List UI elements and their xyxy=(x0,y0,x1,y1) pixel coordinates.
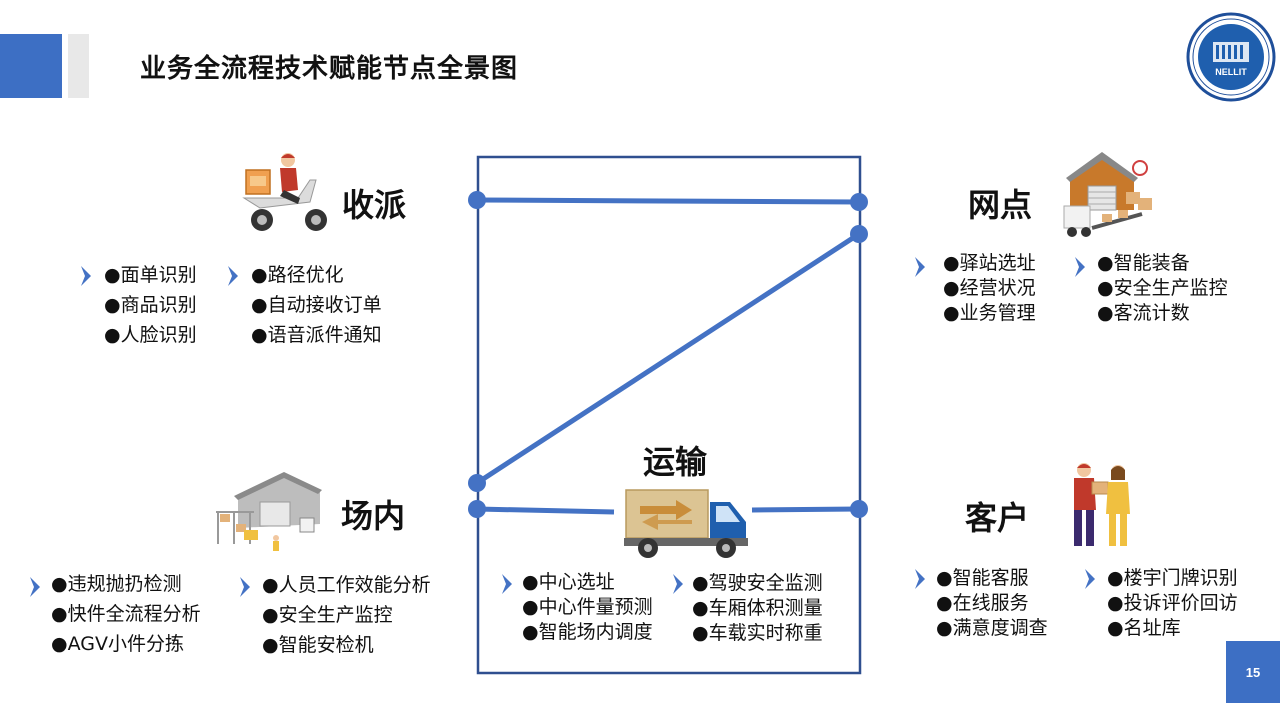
list-yunshu-col1: ●中心选址 ●中心件量预测 ●智能场内调度 xyxy=(522,570,653,645)
list-item: ●驾驶安全监测 xyxy=(692,572,823,594)
chevron-right-icon xyxy=(240,577,250,597)
connector-shoupai-wangdian xyxy=(476,197,860,205)
list-item: ●中心选址 xyxy=(522,571,615,593)
list-item: ●楼宇门牌识别 xyxy=(1107,567,1238,589)
list-item: ●车厢体积测量 xyxy=(692,597,823,619)
list-changnei-col1: ●违规抛扔检测 ●快件全流程分析 ●AGV小件分拣 xyxy=(51,569,201,659)
connector-changnei-truck xyxy=(476,506,615,515)
chevron-right-icon xyxy=(915,569,925,589)
list-item: ●经营状况 xyxy=(943,277,1036,299)
chevron-right-icon xyxy=(1075,257,1085,277)
node-title-wangdian: 网点 xyxy=(968,186,1033,224)
list-yunshu-col2: ●驾驶安全监测 ●车厢体积测量 ●车载实时称重 xyxy=(692,571,823,646)
sorting-center-icon xyxy=(216,472,322,551)
chevron-right-icon xyxy=(1085,569,1095,589)
chevron-right-icon xyxy=(81,266,91,286)
list-item: ●智能装备 xyxy=(1097,252,1190,274)
list-item: ●AGV小件分拣 xyxy=(51,633,184,655)
list-item: ●业务管理 xyxy=(943,302,1036,324)
list-shoupai-col2: ●路径优化 ●自动接收订单 ●语音派件通知 xyxy=(251,260,382,350)
header-gray-block xyxy=(68,34,89,98)
warehouse-station-icon xyxy=(1063,152,1152,237)
list-item: ●语音派件通知 xyxy=(251,324,382,346)
connector-dot xyxy=(468,500,486,518)
page-title: 业务全流程技术赋能节点全景图 xyxy=(140,54,519,84)
list-wangdian-col2: ●智能装备 ●安全生产监控 ●客流计数 xyxy=(1097,251,1228,326)
list-item: ●人脸识别 xyxy=(104,324,197,346)
chevron-right-icon xyxy=(915,257,925,277)
list-kehu-col1: ●智能客服 ●在线服务 ●满意度调查 xyxy=(936,566,1048,641)
connector-dot xyxy=(468,474,486,492)
list-item: ●违规抛扔检测 xyxy=(51,573,182,595)
logo-text: NELLIT xyxy=(1215,67,1247,77)
list-item: ●驿站选址 xyxy=(943,252,1036,274)
chevron-right-icon xyxy=(673,574,683,594)
list-item: ●智能客服 xyxy=(936,567,1029,589)
list-item: ●名址库 xyxy=(1107,617,1181,639)
chevron-right-icon xyxy=(30,577,40,597)
list-item: ●车载实时称重 xyxy=(692,622,823,644)
page-number: 15 xyxy=(1226,641,1280,703)
chevron-right-icon xyxy=(228,266,238,286)
node-title-shoupai: 收派 xyxy=(342,186,407,224)
list-item: ●满意度调查 xyxy=(936,617,1048,639)
list-item: ●智能场内调度 xyxy=(522,621,653,643)
node-title-yunshu: 运输 xyxy=(643,443,708,481)
list-item: ●智能安检机 xyxy=(262,634,374,656)
connector-dot xyxy=(468,191,486,209)
list-item: ●客流计数 xyxy=(1097,302,1190,324)
list-item: ●快件全流程分析 xyxy=(51,603,201,625)
list-item: ●投诉评价回访 xyxy=(1107,592,1238,614)
node-title-changnei: 场内 xyxy=(341,497,406,535)
list-kehu-col2: ●楼宇门牌识别 ●投诉评价回访 ●名址库 xyxy=(1107,566,1238,641)
list-item: ●人员工作效能分析 xyxy=(262,574,431,596)
list-shoupai-col1: ●面单识别 ●商品识别 ●人脸识别 xyxy=(104,260,197,350)
list-wangdian-col1: ●驿站选址 ●经营状况 ●业务管理 xyxy=(943,251,1036,326)
connector-truck-kehu xyxy=(751,506,860,513)
university-logo: NELLIT xyxy=(1186,12,1276,102)
delivery-truck-icon xyxy=(624,489,748,558)
list-item: ●中心件量预测 xyxy=(522,596,653,618)
chevron-right-icon xyxy=(502,574,512,594)
list-item: ●安全生产监控 xyxy=(1097,277,1228,299)
list-item: ●在线服务 xyxy=(936,592,1029,614)
node-title-kehu: 客户 xyxy=(965,499,1030,537)
list-item: ●路径优化 xyxy=(251,264,344,286)
header-accent-block xyxy=(0,34,62,98)
list-item: ●商品识别 xyxy=(104,294,197,316)
list-changnei-col2: ●人员工作效能分析 ●安全生产监控 ●智能安检机 xyxy=(262,570,431,660)
customer-handover-icon xyxy=(1074,463,1130,546)
connector-dot xyxy=(850,225,868,243)
list-item: ●自动接收订单 xyxy=(251,294,382,316)
connector-dot xyxy=(850,193,868,211)
delivery-scooter-icon xyxy=(242,153,327,231)
connector-dot xyxy=(850,500,868,518)
list-item: ●安全生产监控 xyxy=(262,604,393,626)
list-item: ●面单识别 xyxy=(104,264,197,286)
